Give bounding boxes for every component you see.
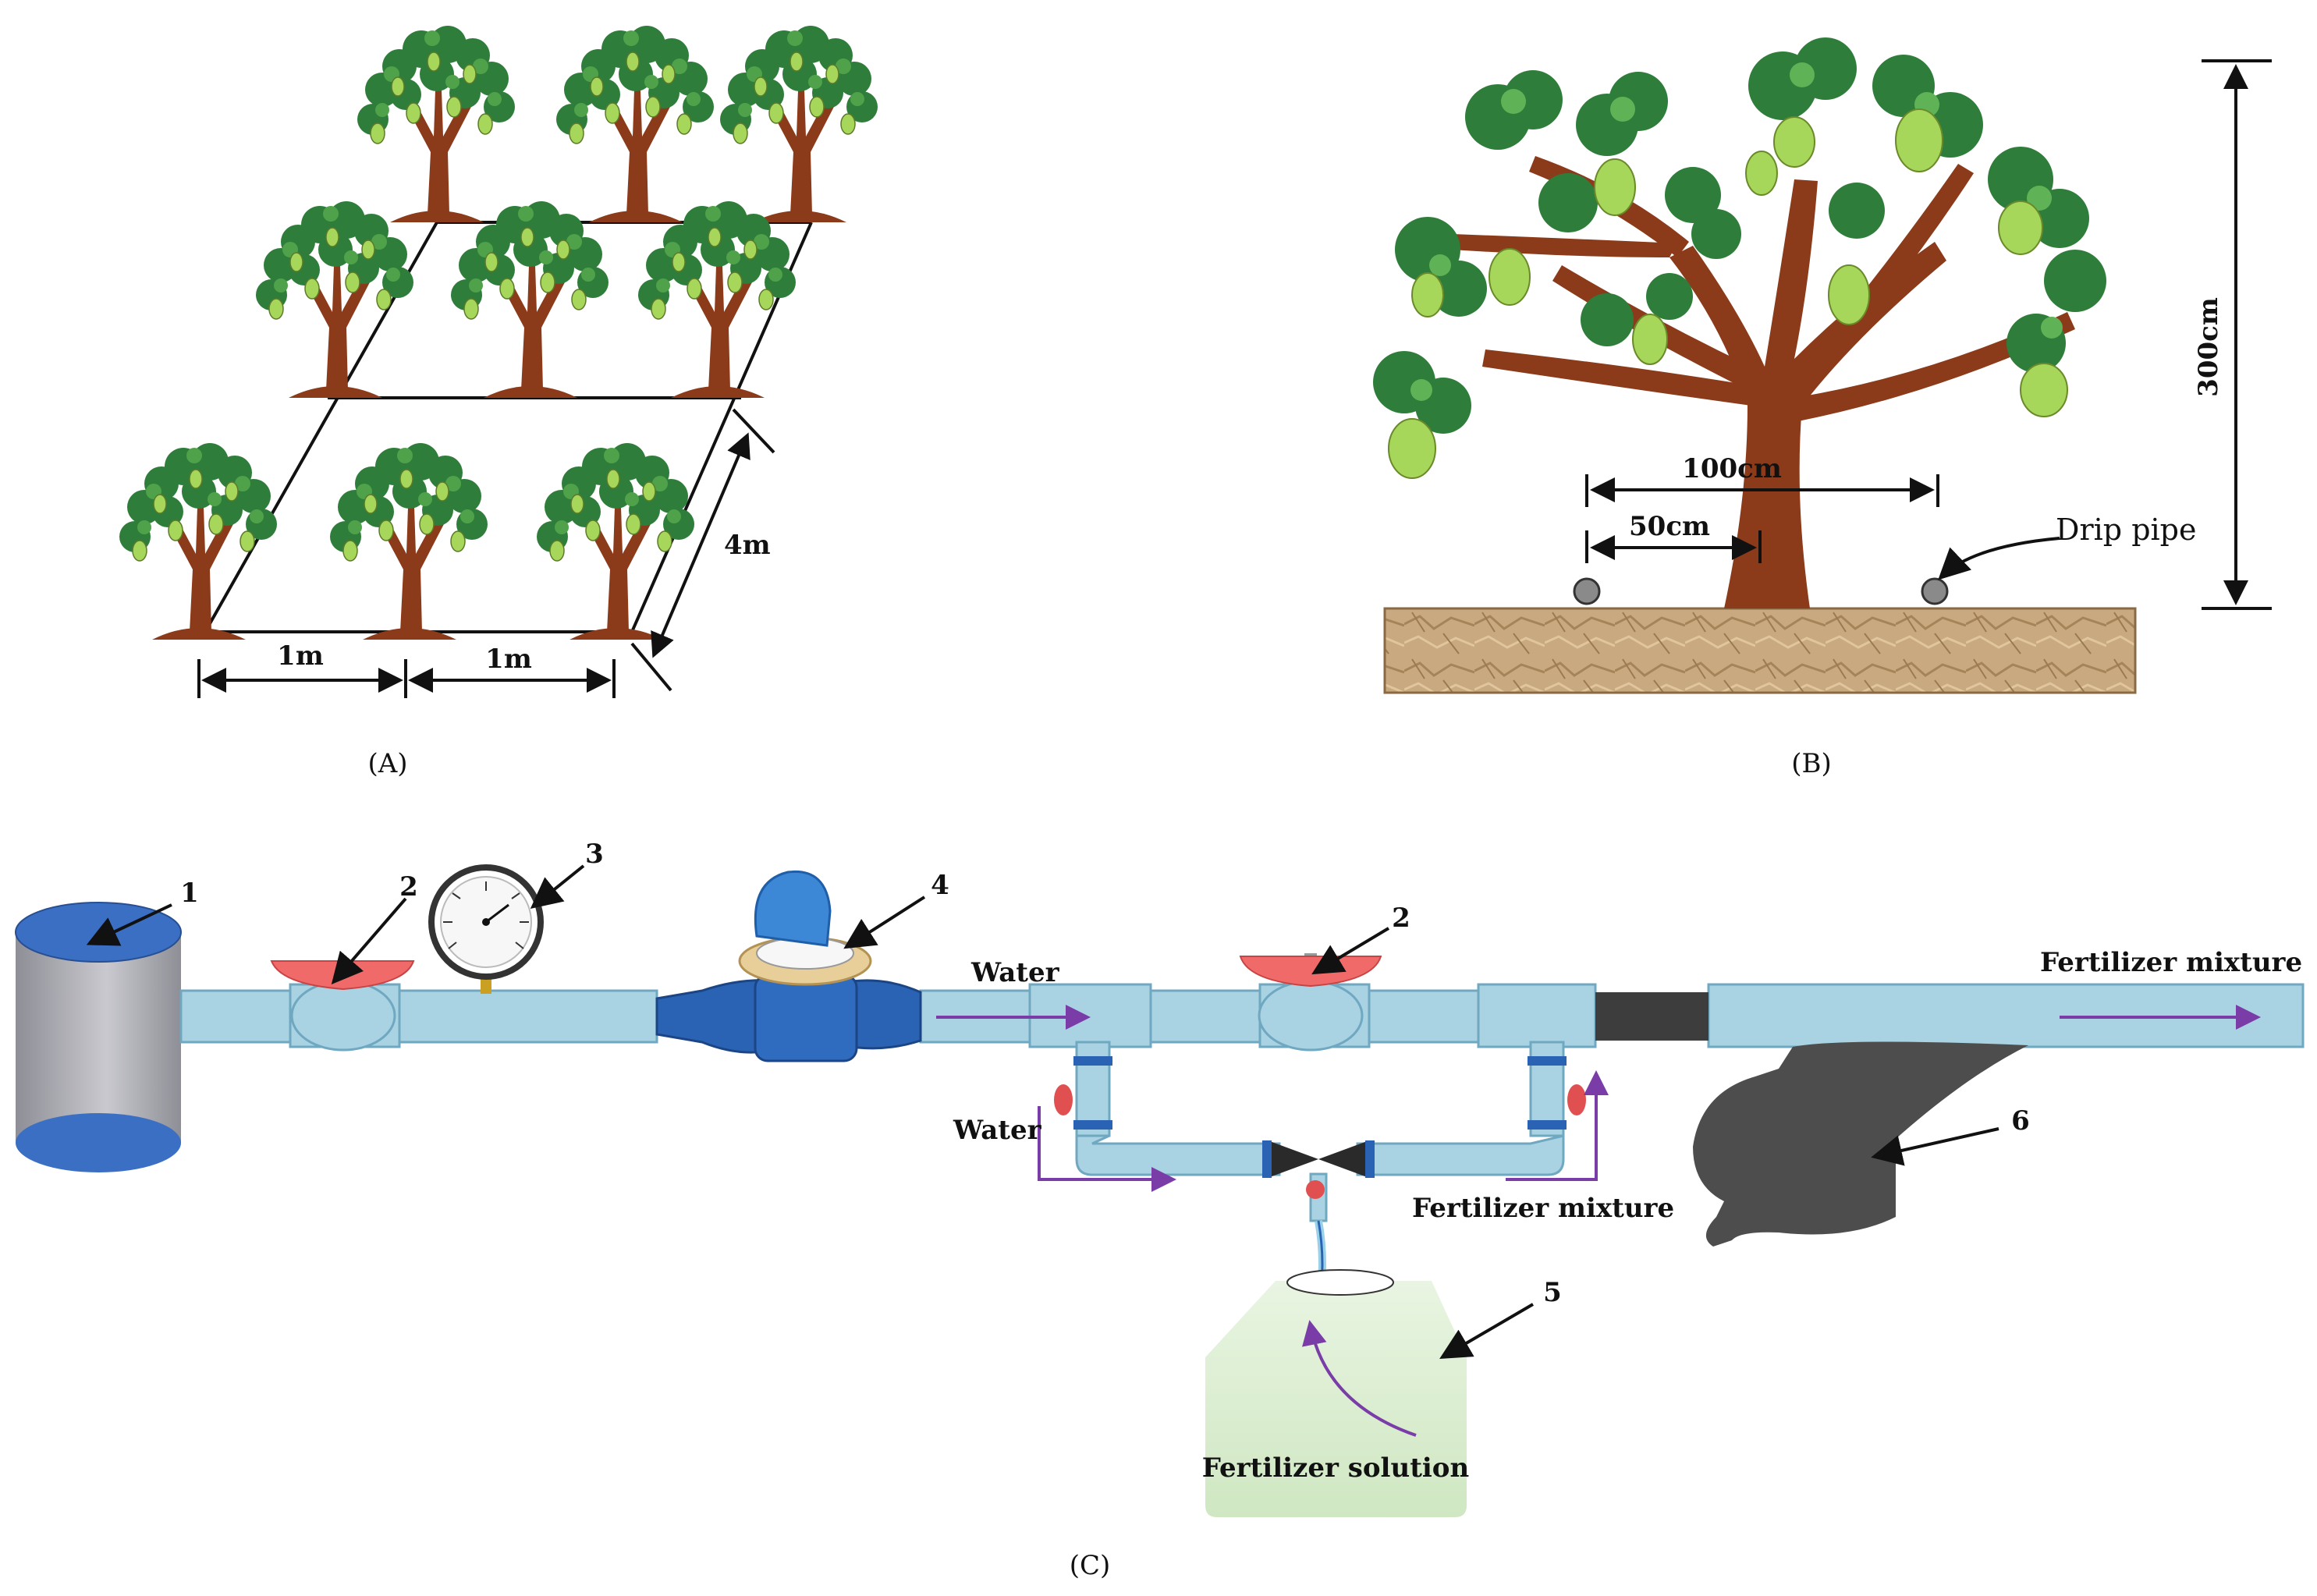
dimension-row-spacing [197,659,616,698]
water-tank [15,902,182,1172]
label-drip-pipe: Drip pipe [2056,512,2196,547]
label-100cm: 100cm [1682,453,1782,484]
caption-a: (A) [367,748,407,779]
callout-1: 1 [180,878,199,909]
tree-trunk [1451,156,2075,608]
tree-front-3 [536,442,695,640]
callout-2b: 2 [1392,903,1410,934]
callout-6: 6 [2011,1105,2030,1137]
label-1m-right: 1m [485,644,532,675]
caption-b: (B) [1791,748,1832,779]
tree-mid-1 [255,200,414,399]
label-water-top: Water [970,957,1060,988]
drip-pipe-left [1573,577,1601,605]
callout-2a: 2 [399,871,418,903]
dimension-100cm [1585,474,1939,507]
callout-4: 4 [931,870,949,901]
tree-back-2 [555,25,715,223]
tree-mid-3 [637,200,797,399]
fertilizer-tank [1205,1269,1467,1517]
tree-back-1 [357,25,516,223]
bypass-loop [1054,1041,1586,1455]
main-pipe [179,983,2305,1048]
panel-c-fertigation-system: 1 2 3 4 2 5 6 Water Water Fertilizer mix… [15,839,2305,1581]
tree-front-2 [329,442,488,640]
label-4m: 4m [724,530,771,561]
flow-arrows [936,1005,2261,1437]
tree-front-1 [119,442,278,640]
pipe-connector [1595,992,1708,1041]
dimension-50cm [1585,530,1762,563]
pear-fruits [1388,108,2068,479]
panel-b-tree-profile: 100cm 50cm Drip pipe 300cm (B) [1373,37,2272,779]
label-water-bypass: Water [953,1115,1042,1146]
ball-valve-2 [1239,953,1382,1052]
label-300cm: 300cm [2193,297,2224,397]
label-fertilizer-mixture-top: Fertilizer mixture [2040,947,2302,978]
caption-c: (C) [1070,1550,1111,1581]
soil-bed [1383,607,2137,694]
filter [1693,1041,2028,1247]
tree-mid-2 [450,200,609,399]
drip-pipe-right [1921,577,1949,605]
water-meter [655,870,922,1062]
label-fertilizer-solution: Fertilizer solution [1202,1452,1469,1484]
pressure-gauge [428,864,544,994]
dimension-300cm [2202,59,2272,610]
label-50cm: 50cm [1629,511,1710,542]
tree-foliage-highlights [1410,62,2063,401]
label-fertilizer-mixture-bypass: Fertilizer mixture [1412,1193,1674,1224]
panel-a-orchard-layout: 1m 1m 4m (A) [119,25,878,779]
tree-back-3 [719,25,878,223]
drip-pipe-pointer [1938,537,2060,580]
callout-pointers [86,864,1999,1360]
label-1m-left: 1m [277,640,324,672]
callout-5: 5 [1543,1277,1562,1308]
dimension-column-spacing [630,408,775,692]
callout-3: 3 [585,839,604,870]
